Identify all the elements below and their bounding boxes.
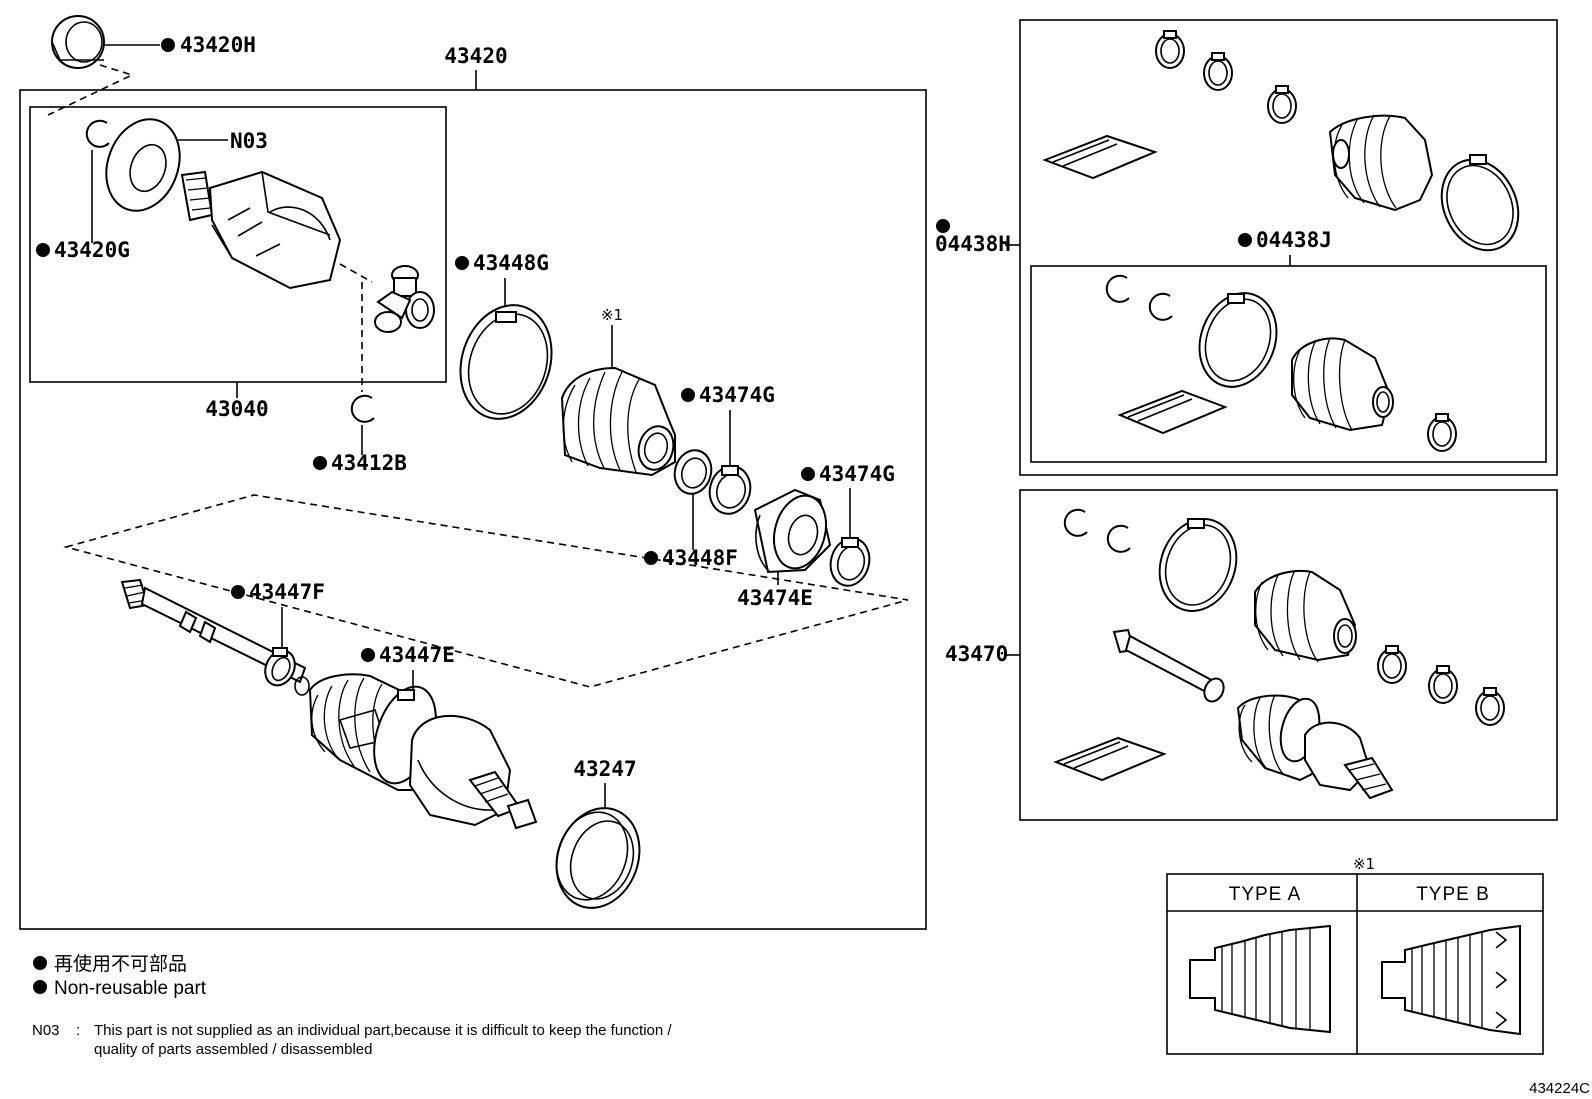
label-43420G: 43420G [54,238,130,262]
grease-pack-icon [1053,736,1167,782]
figure-code: 434224C [1529,1080,1590,1097]
boot-type-b-profile [1381,924,1521,1036]
tripod-spider [374,265,435,333]
boot-type-table [1166,873,1544,1055]
boot-clamp-43447F [264,647,296,687]
non-reusable-dot-icon [681,388,695,402]
non-reusable-dot-icon [801,467,815,481]
label-N03: N03 [230,129,268,153]
note-line-1: This part is not supplied as an individu… [94,1022,672,1039]
label-43448F: 43448F [662,546,738,570]
label-43420H: 43420H [180,33,256,57]
outboard-joint [308,673,538,830]
kit-frame-04438J [1030,265,1547,463]
kit-big-clamp-43470 [1158,518,1238,612]
label-43474G-b: 43474G [819,462,895,486]
oil-seal-43247 [555,807,641,909]
label-43420: 43420 [444,44,507,68]
kit-big-clamp-04438H [1440,154,1520,252]
label-43448G: 43448G [473,251,549,275]
note-code: N03 [32,1022,60,1039]
label-43474E: 43474E [737,586,813,610]
label-43474G-a: 43474G [699,383,775,407]
non-reusable-dot-icon [231,585,245,599]
kit-boot-04438J [1291,337,1394,432]
non-reusable-dot-icon [936,219,950,233]
kit-shaft-43470 [1112,628,1394,800]
non-reusable-dot-icon [644,551,658,565]
type-a-label: TYPE A [1229,884,1302,905]
kit-boot-04438H [1328,114,1434,212]
grease-pack-icon [1042,134,1158,180]
boot-clamp-43474G-a [708,465,752,515]
label-43247: 43247 [573,757,636,781]
dust-seal-43420H [51,15,105,69]
assembly-frame-43040 [29,106,447,383]
legend-en: Non-reusable part [54,978,207,999]
non-reusable-dot-icon [1238,233,1252,247]
label-04438J: 04438J [1256,228,1332,252]
label-43470: 43470 [945,642,1008,666]
dynamic-damper-43474E [753,488,832,574]
inboard-joint-housing [180,170,342,290]
non-reusable-dot-icon [33,980,47,994]
boot-clamp-43474G-b [829,537,871,587]
inboard-boot [560,366,676,477]
kit-boot-43470 [1254,569,1357,663]
label-04438H: 04438H [935,232,1011,256]
non-reusable-dot-icon [161,38,175,52]
seal-ring-n03 [105,118,181,212]
boot-type-a-profile [1189,924,1331,1034]
grease-pack-icon [1117,389,1228,435]
clamp-icon [1427,413,1457,452]
boot-note-mark: ※1 [601,306,623,324]
non-reusable-dot-icon [455,256,469,270]
drive-shaft [120,578,307,684]
label-43040: 43040 [205,397,268,421]
non-reusable-dot-icon [36,243,50,257]
note-separator: : [76,1022,80,1039]
boot-clamp-43448G [459,304,553,420]
note-line-2: quality of parts assembled / disassemble… [94,1041,372,1058]
kit-frame-04438H [1019,19,1558,476]
legend-jp: 再使用不可部品 [54,953,187,975]
assembly-frame-43420 [19,89,927,930]
non-reusable-dot-icon [33,956,47,970]
boot-clamp-43448F [673,449,713,495]
label-43412B: 43412B [331,451,407,475]
type-b-label: TYPE B [1416,884,1490,905]
non-reusable-dot-icon [313,456,327,470]
type-box-mark: ※1 [1353,855,1375,873]
label-43447E: 43447E [379,643,455,667]
non-reusable-dot-icon [361,648,375,662]
label-43447F: 43447F [249,580,325,604]
kit-big-clamp-04438J [1198,292,1278,388]
